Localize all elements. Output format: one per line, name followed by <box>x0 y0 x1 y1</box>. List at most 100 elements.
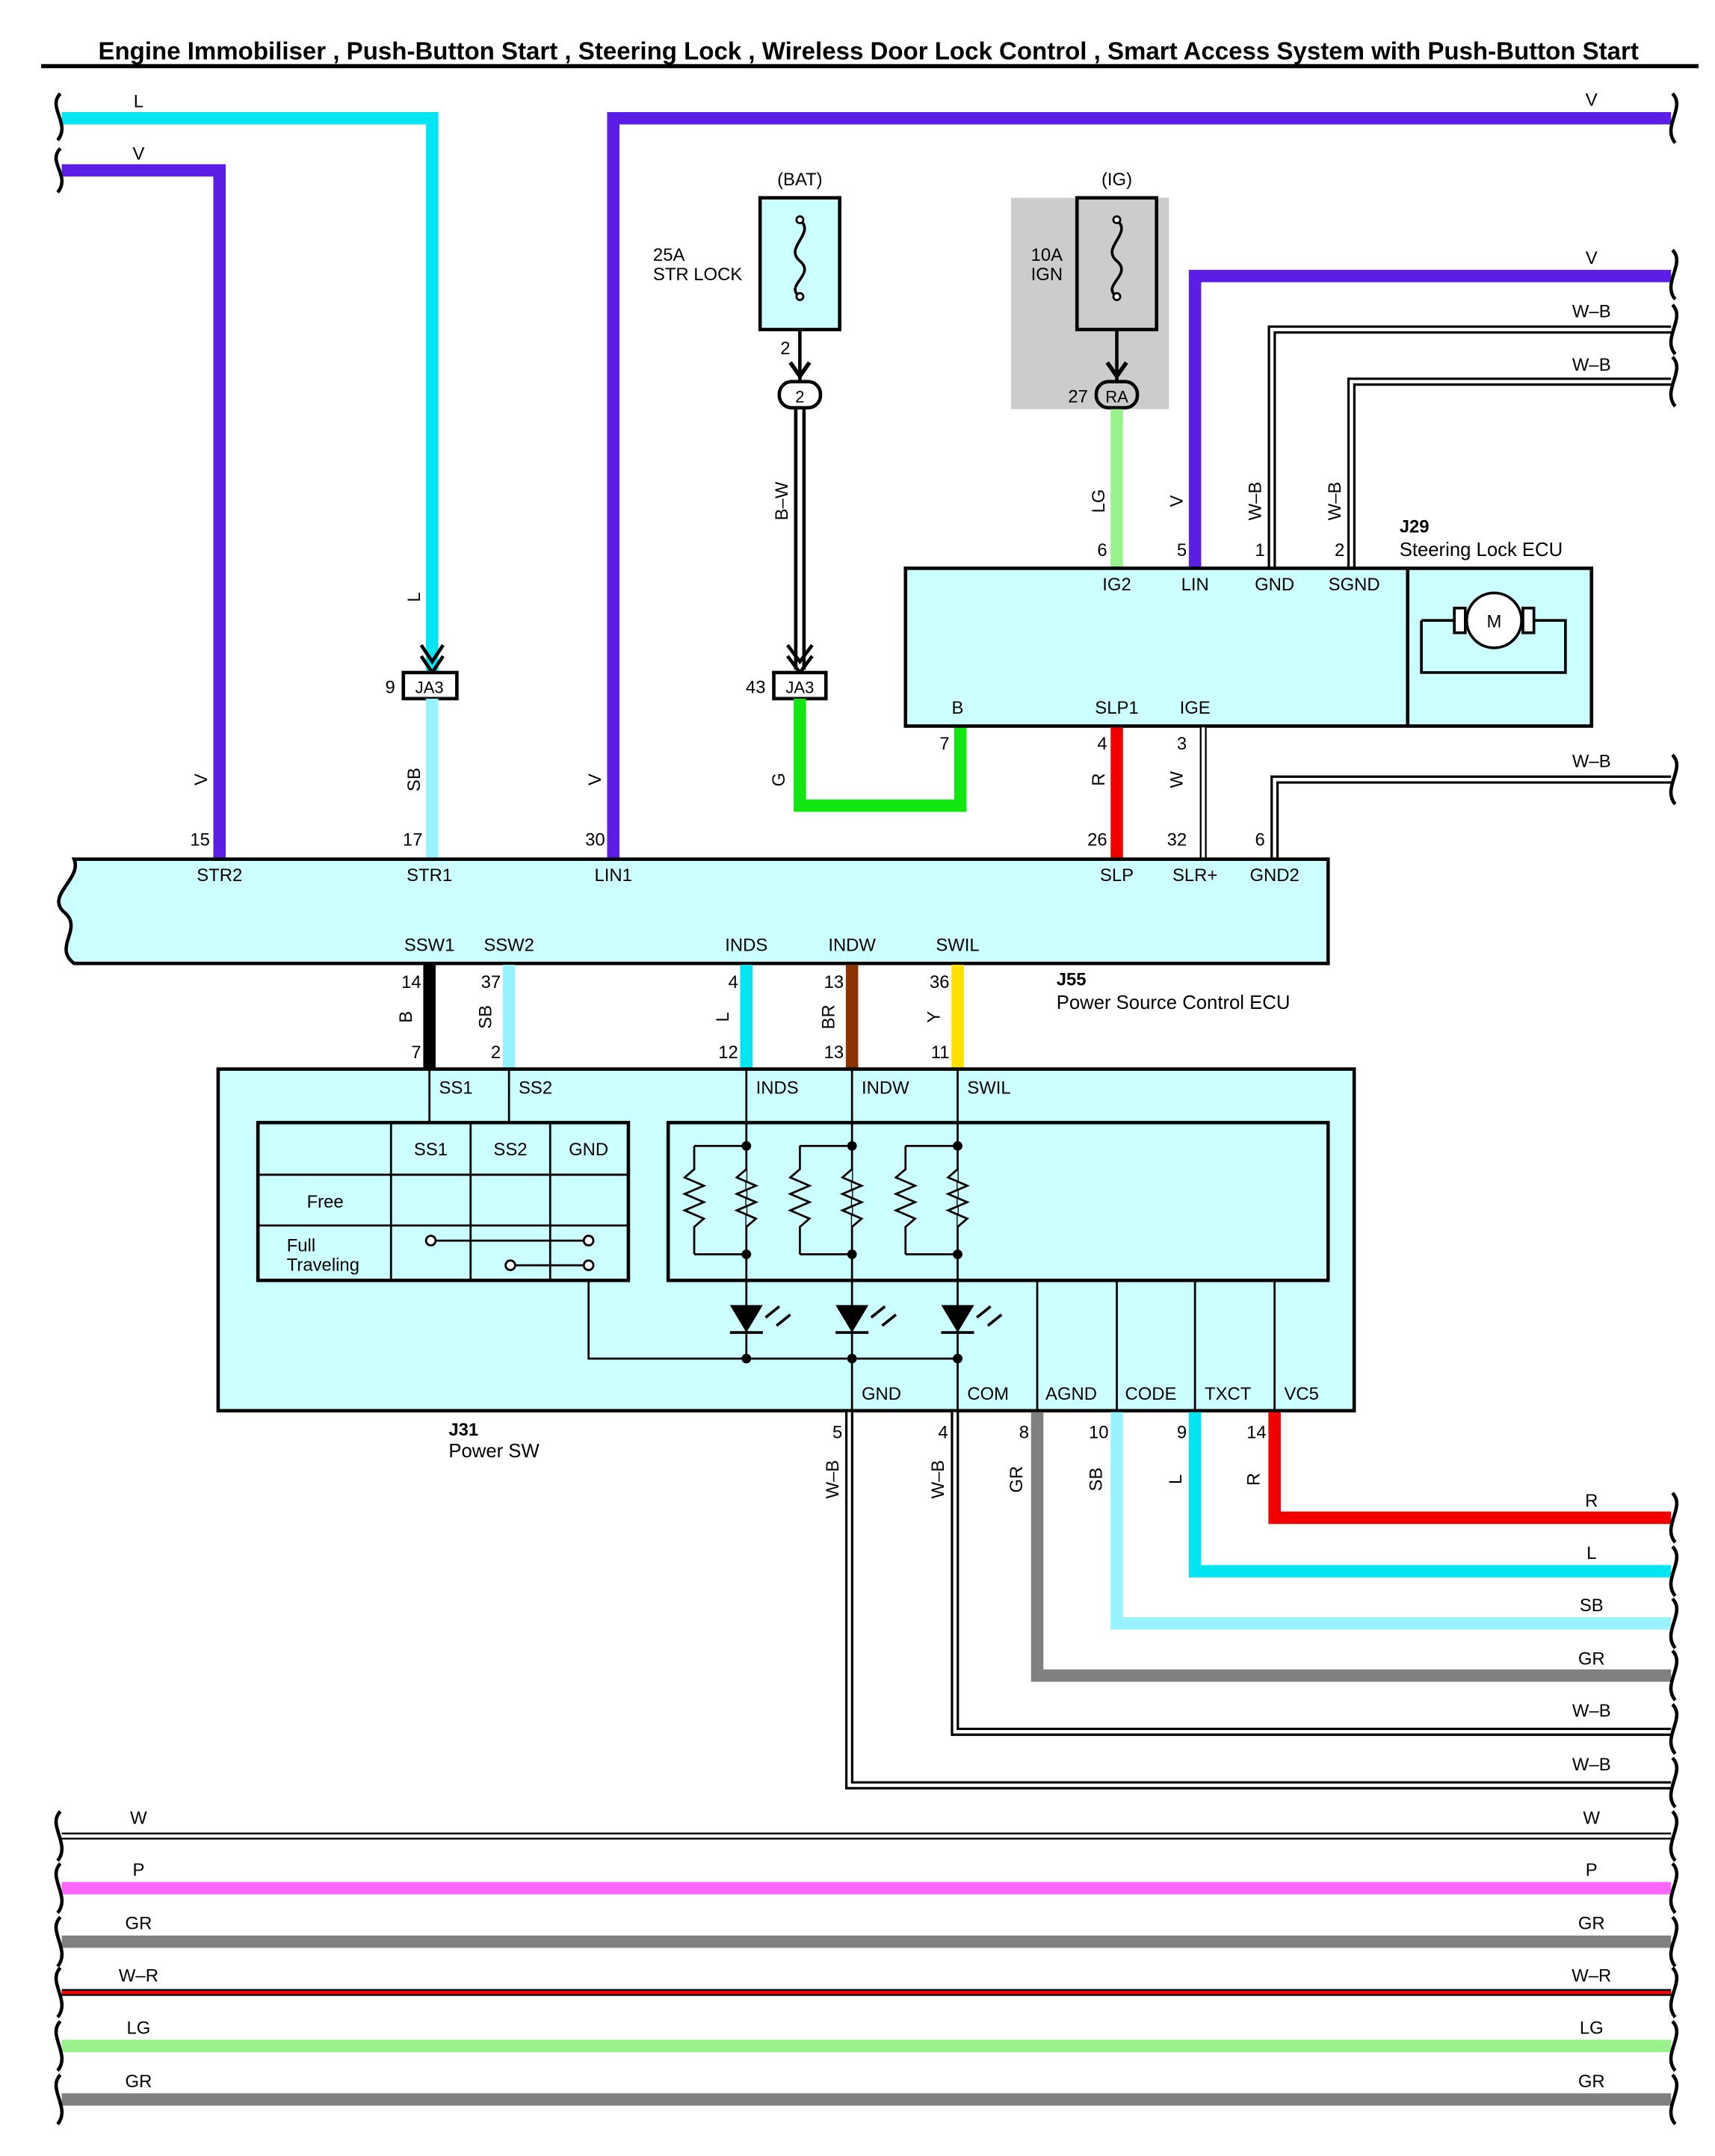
junction-ja3-a-pin: 9 <box>385 678 395 698</box>
j31-pin-8: 8 <box>1019 1422 1029 1442</box>
connector-ra-label: RA <box>1105 387 1128 406</box>
j31-pin-12: 12 <box>718 1043 738 1063</box>
fuse-bat-name: STR LOCK <box>653 265 742 285</box>
power-sw <box>216 1067 1356 1413</box>
break-mark-left-top <box>54 92 64 194</box>
label-g: G <box>769 773 789 787</box>
label-right-wb-1: W–B <box>1572 301 1611 321</box>
j29-pin-5: 5 <box>1177 540 1187 560</box>
bus-2-right: P <box>1586 1860 1598 1880</box>
j55-ssw2: SSW2 <box>483 936 534 956</box>
j29-pin-1: 1 <box>1255 540 1265 560</box>
connector-ra <box>1094 380 1140 410</box>
j55-pin-4: 4 <box>728 972 738 992</box>
power-sw-name: Power SW <box>448 1441 540 1462</box>
wire-r-vc5 <box>1268 1412 1672 1525</box>
j31-ss2: SS2 <box>519 1078 552 1099</box>
j29-slp1: SLP1 <box>1095 698 1138 718</box>
wire-sb-code <box>1110 1412 1672 1630</box>
label-lg: LG <box>1089 489 1109 513</box>
wire-v-lin1 <box>607 111 1672 859</box>
j31-pin-4: 4 <box>938 1422 948 1442</box>
connector-2-label: 2 <box>795 387 804 406</box>
fuse-ig-label: (IG) <box>1101 170 1132 190</box>
power-source-ecu-name: Power Source Control ECU <box>1057 992 1291 1013</box>
table-row-traveling: Traveling <box>287 1255 359 1275</box>
label-top-l: L <box>134 92 143 112</box>
fuse-bat-rating: 25A <box>653 245 685 265</box>
label-indw-br: BR <box>818 1004 838 1029</box>
j31-pin-11: 11 <box>931 1043 950 1063</box>
label-right-r: R <box>1585 1491 1598 1511</box>
label-agnd-gr: GR <box>1007 1466 1027 1493</box>
j29-pin-2: 2 <box>1335 540 1344 560</box>
label-code-sb: SB <box>1086 1468 1106 1492</box>
j31-com: COM <box>967 1384 1009 1404</box>
j55-str1: STR1 <box>407 865 452 886</box>
bottom-buses <box>54 1810 1679 2125</box>
fuse-bat-label: (BAT) <box>777 170 823 190</box>
bus-4-right: W–R <box>1572 1966 1611 1986</box>
j55-swil: SWIL <box>936 936 979 956</box>
j29-pin-4: 4 <box>1097 734 1107 754</box>
j29-sgnd: SGND <box>1329 575 1380 595</box>
j31-txct: TXCT <box>1205 1384 1252 1404</box>
label-lin-v: V <box>1167 495 1187 507</box>
wire-l-top <box>61 111 439 684</box>
j31-pin-2: 2 <box>491 1043 501 1063</box>
fuse-ig-name: IGN <box>1031 265 1063 285</box>
table-header-ss2: SS2 <box>493 1140 527 1160</box>
j31-pin-5: 5 <box>832 1422 842 1442</box>
wire-gr-agnd <box>1030 1412 1672 1682</box>
label-gnd-wb: W–B <box>1245 482 1265 521</box>
wire-v-lin <box>1188 270 1672 569</box>
j31-pin-7: 7 <box>411 1043 421 1063</box>
bus-3-left: GR <box>126 1914 152 1934</box>
label-slp-r: R <box>1089 773 1109 786</box>
connector-2 <box>777 380 823 410</box>
junction-ja3-b-label: JA3 <box>785 679 814 697</box>
fuse-bat-pin: 2 <box>780 339 790 359</box>
steering-lock-ecu-id: J29 <box>1400 517 1430 537</box>
j31-pin-13: 13 <box>824 1043 844 1063</box>
diagram-title: Engine Immobiliser , Push-Button Start ,… <box>98 37 1638 65</box>
power-source-ecu-id: J55 <box>1057 970 1087 990</box>
j55-gnd2: GND2 <box>1249 865 1299 886</box>
fuse-ig-rating: 10A <box>1031 245 1063 265</box>
wire-l-txct <box>1188 1412 1672 1578</box>
fuse-bat-icon <box>794 218 806 298</box>
label-str1-l: L <box>404 592 424 602</box>
bus-5-left: LG <box>127 2018 151 2038</box>
j31-pin-10: 10 <box>1089 1422 1109 1442</box>
bus-1-right: W <box>1583 1808 1600 1828</box>
j29-pin-6: 6 <box>1097 540 1107 560</box>
j55-pin-36: 36 <box>930 972 950 992</box>
led-indicators <box>587 1280 1003 1364</box>
j55-pin-15: 15 <box>190 830 210 850</box>
j31-agnd: AGND <box>1045 1384 1097 1404</box>
j55-pin-13: 13 <box>824 972 844 992</box>
j55-inds: INDS <box>725 936 767 956</box>
j31-code: CODE <box>1125 1384 1177 1404</box>
j55-slr: SLR+ <box>1172 865 1217 886</box>
label-right-l: L <box>1586 1543 1596 1563</box>
j31-ss1: SS1 <box>439 1078 473 1099</box>
label-swil-y: Y <box>924 1011 945 1023</box>
table-header-gnd: GND <box>569 1140 608 1160</box>
switch-table: SS1 SS2 GND Free Full Traveling <box>256 1120 631 1282</box>
label-right-wb-3: W–B <box>1572 752 1611 772</box>
fuse-ig-icon <box>1110 218 1123 298</box>
junction-ja3-b-pin: 43 <box>746 678 766 698</box>
wire-g <box>794 698 967 812</box>
wire-v-str2 <box>61 164 226 859</box>
j55-pin-6: 6 <box>1255 830 1265 850</box>
label-txct-l: L <box>1166 1474 1186 1484</box>
fuse-ig-pin: 27 <box>1068 386 1088 407</box>
j55-pin-30: 30 <box>585 830 605 850</box>
j55-slp: SLP <box>1100 865 1134 886</box>
j29-ig2: IG2 <box>1102 575 1131 595</box>
j31-pin-9: 9 <box>1177 1422 1187 1442</box>
j29-pin-7: 7 <box>939 734 949 754</box>
j31-swil: SWIL <box>967 1078 1010 1099</box>
steering-lock-ecu <box>903 566 1594 728</box>
